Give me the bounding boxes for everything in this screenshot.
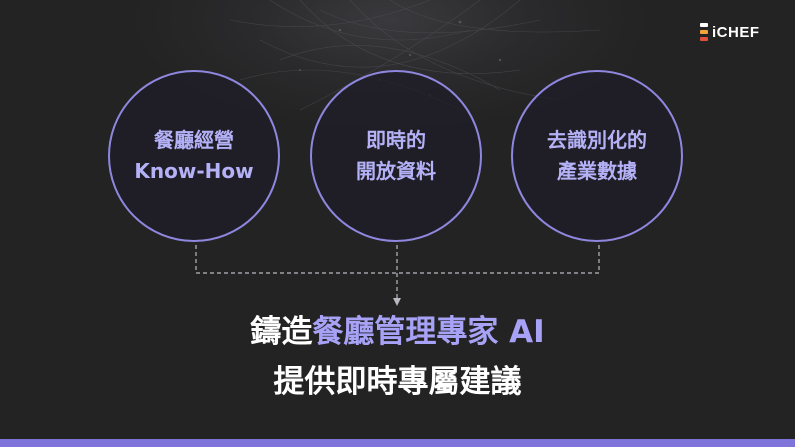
circle-label-line-1: 即時的: [366, 128, 426, 152]
circle-open-data: 即時的 開放資料: [310, 70, 482, 242]
logo-mark-segment: [700, 23, 708, 27]
circle-label-line-1: 去識別化的: [547, 128, 647, 152]
circle-industry-data: 去識別化的 產業數據: [511, 70, 683, 242]
headline-accent: 餐廳管理專家 AI: [312, 314, 545, 350]
logo-mark-segment: [700, 37, 708, 41]
circle-restaurant-know-how: 餐廳經營 Know-How: [108, 70, 280, 242]
logo-mark-segment: [700, 30, 708, 34]
circle-label-line-2: 產業數據: [557, 159, 637, 183]
circle-label-line-2: 開放資料: [356, 159, 436, 183]
circle-label-line-2: Know-How: [134, 159, 254, 183]
circle-label-line-1: 餐廳經營: [154, 128, 234, 152]
ichef-logo: iCHEF: [700, 20, 770, 44]
arrow-down-icon: [393, 298, 401, 306]
bottom-accent-bar: [0, 439, 795, 447]
ichef-logo-mark-icon: [700, 23, 710, 41]
headline-line-2: 提供即時專屬建議: [273, 364, 522, 400]
connector-bracket-line: [195, 245, 600, 274]
headline-line-1: 鑄造餐廳管理專家 AI: [0, 317, 795, 348]
headline-prefix: 鑄造: [250, 314, 313, 350]
ichef-logo-text: iCHEF: [712, 23, 760, 41]
